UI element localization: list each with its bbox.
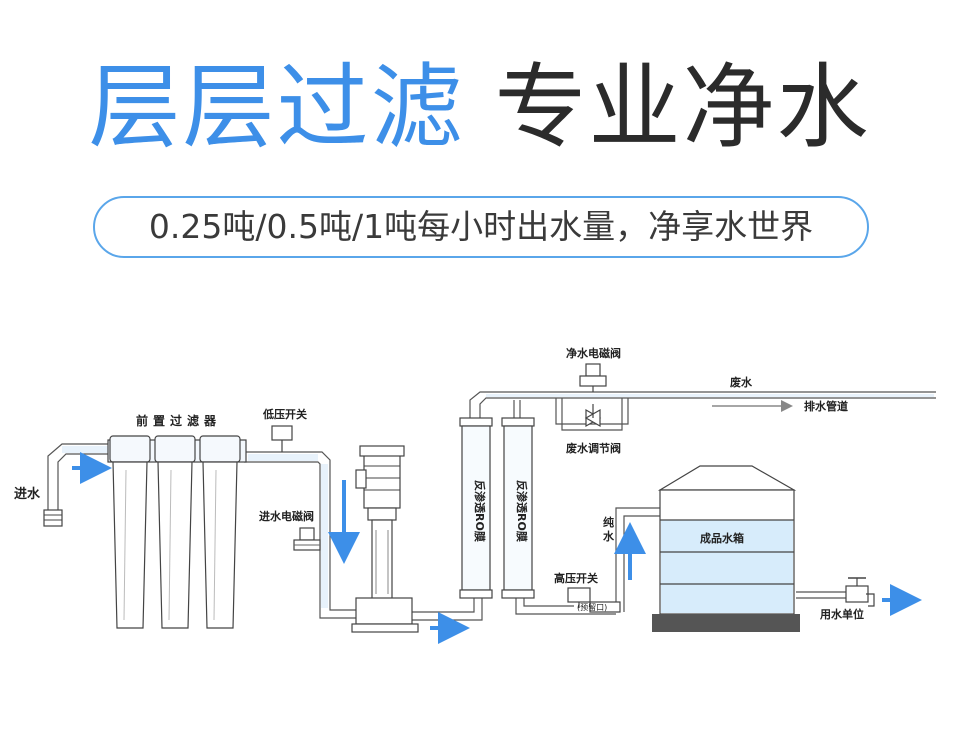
pipe-fill — [62, 394, 934, 608]
label-ro-membrane-2: 反渗透RO膜 — [515, 480, 529, 542]
subtitle-text: 0.25吨/0.5吨/1吨每小时出水量，净享水世界 — [148, 207, 814, 246]
subtitle-pill: 0.25吨/0.5吨/1吨每小时出水量，净享水世界 — [93, 196, 869, 258]
label-inlet: 进水 — [14, 486, 41, 502]
outlet-faucet: 用水单位 — [820, 577, 875, 621]
label-waste-water: 废水 — [730, 375, 753, 389]
label-reserve-port: (预留口) — [577, 602, 607, 612]
waste-adjust-valve: 废水调节阀 — [566, 404, 621, 455]
booster-pump — [351, 445, 419, 633]
label-water-outlet: 用水单位 — [820, 607, 864, 621]
inlet-solenoid-valve: 进水电磁阀 — [259, 509, 321, 551]
pipes — [47, 391, 936, 621]
inlet-connector — [43, 509, 63, 527]
label-high-pressure-switch: 高压开关 — [554, 571, 598, 585]
label-pure-water-1: 纯 — [603, 515, 614, 529]
title-dark: 专业净水 — [494, 54, 871, 161]
label-product-tank: 成品水箱 — [700, 531, 744, 545]
label-pre-filter: 前置过滤器 — [136, 413, 221, 428]
high-pressure-switch: 高压开关 (预留口) — [554, 571, 621, 613]
ro-membrane-1: 反渗透RO膜 — [459, 417, 493, 599]
label-ro-membrane-1: 反渗透RO膜 — [473, 480, 487, 542]
product-water-tank: 成品水箱 — [652, 465, 800, 632]
low-pressure-switch: 低压开关 — [262, 407, 307, 452]
label-drain-pipe: 排水管道 — [804, 399, 848, 413]
pure-solenoid-valve: 净水电磁阀 — [566, 346, 621, 392]
label-waste-adjust-valve: 废水调节阀 — [566, 441, 621, 455]
title-blue: 层层过滤 — [88, 54, 465, 161]
label-pure-water-2: 水 — [603, 529, 615, 543]
ro-membrane-2: 反渗透RO膜 — [501, 417, 535, 599]
label-pure-solenoid: 净水电磁阀 — [566, 346, 621, 360]
label-inlet-solenoid: 进水电磁阀 — [259, 509, 314, 523]
tank-base — [652, 614, 800, 632]
pre-filter-group: 前置过滤器 — [107, 413, 247, 629]
page-title: 层层过滤专业净水 — [0, 48, 959, 168]
label-low-pressure-switch: 低压开关 — [262, 407, 307, 421]
